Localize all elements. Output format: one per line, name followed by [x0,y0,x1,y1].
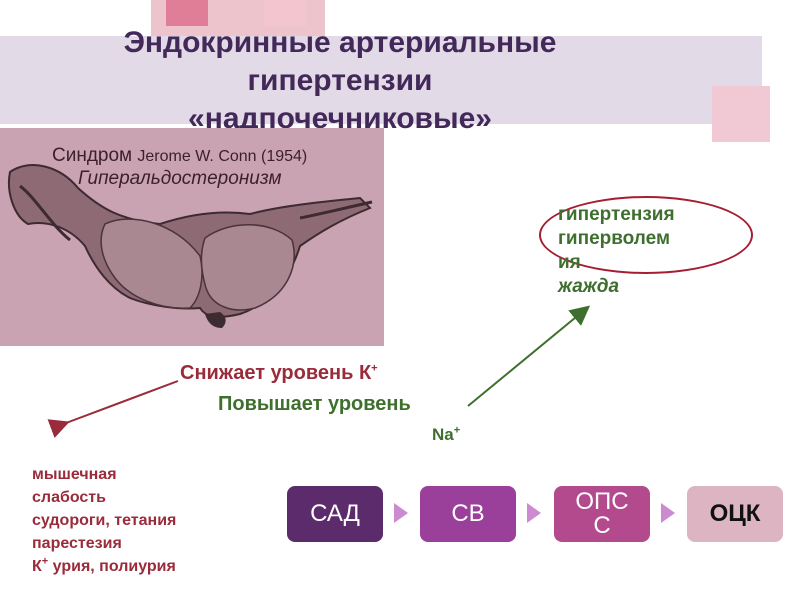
symptom-3: судороги, тетания [32,512,177,529]
symptom-5: К+ урия, полиурия [32,555,176,578]
symptom-5-pre: К [32,558,42,575]
adrenal-gland-photo [0,128,384,346]
adrenal-gland-drawing [8,164,373,328]
raises-sodium-text: Повышает уровень [218,393,411,415]
title-band [0,36,762,124]
sodium-superscript: + [453,424,461,437]
flow-box-ock: ОЦК [687,486,783,542]
title-line-2: гипертензии [247,64,433,97]
symptom-5-sup: + [41,555,49,568]
flow-box-ops: ОПС С [554,486,650,542]
syndrome-name: Гиперальдостеронизм [78,168,282,189]
flow-box-sad-label: САД [310,500,360,527]
flow-box-ops-label-2: С [593,512,611,539]
effect-hypertension: гипертензия [558,204,675,225]
sodium-label: Na+ [432,425,460,445]
effect-hypervolemia-part1: гиперволем [558,228,670,249]
effects-list: гипертензия гиперволем ия жажда [558,203,738,299]
sodium-symbol: Na [432,425,454,444]
decor-square-top-inner [166,0,208,26]
symptom-2: слабость [32,489,106,506]
decor-square-top-small [264,0,306,26]
flow-box-ock-label: ОЦК [709,500,761,527]
flow-arrow-1 [394,503,408,523]
arrow-to-symptoms [47,380,179,438]
flow-arrow-2 [527,503,541,523]
symptom-5-post: урия, полиурия [48,558,176,575]
lowers-potassium-text: Снижает уровень К+ [180,362,378,385]
symptom-4: парестезия [32,535,122,552]
syndrome-author: Jerome W. Conn (1954) [137,148,308,165]
flow-box-sad: САД [287,486,383,542]
effect-thirst: жажда [558,276,620,297]
flow-box-ops-label-1: ОПС [575,488,629,515]
syndrome-prefix: Синдром [52,145,133,166]
flow-arrow-3 [661,503,675,523]
syndrome-author-line: Синдром Jerome W. Conn (1954) [52,145,307,167]
symptoms-list: мышечная слабость судороги, тетания паре… [32,463,176,578]
arrow-to-effects [467,305,591,407]
effects-oval [539,196,753,274]
decor-square-right [712,86,770,142]
lowers-label: Снижает уровень К [180,362,372,384]
flow-box-sv: СВ [420,486,516,542]
lowers-superscript: + [371,362,378,375]
title-line-1: Эндокринные артериальные [123,26,557,59]
symptom-1: мышечная [32,466,117,483]
effect-hypervolemia-part2: ия [558,252,581,273]
flow-box-sv-label: СВ [451,500,485,527]
